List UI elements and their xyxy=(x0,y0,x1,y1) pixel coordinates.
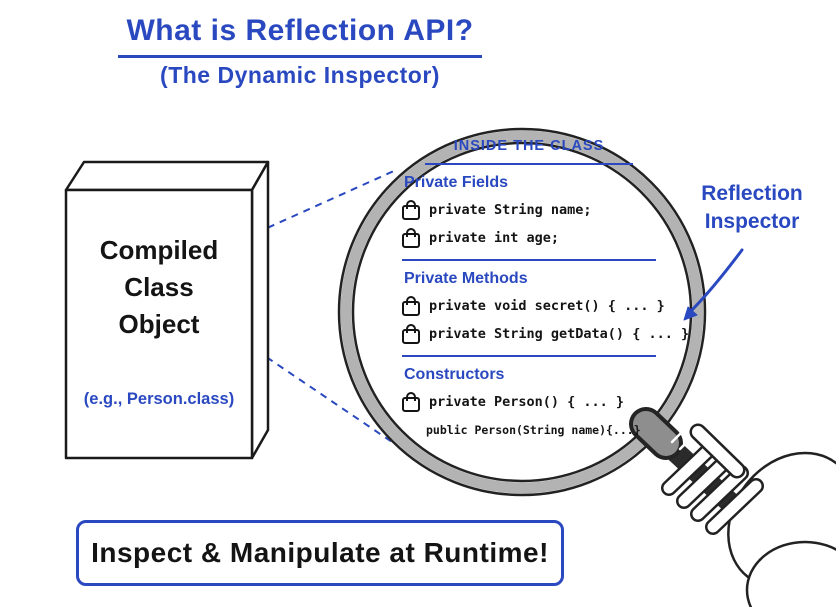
section-title: Private Fields xyxy=(404,174,509,191)
section-title: Private Methods xyxy=(404,270,528,287)
lens-ring xyxy=(340,130,704,494)
box-line: Class xyxy=(124,272,194,302)
class-object-box-label: Compiled Class Object xyxy=(66,232,252,343)
page-title: What is Reflection API? xyxy=(118,14,482,58)
code-text: private String name; xyxy=(429,201,592,218)
code-line: private String getData() { ... } xyxy=(402,321,689,346)
thumb xyxy=(689,423,746,479)
section-divider xyxy=(424,163,634,165)
dashed-connector-bottom xyxy=(255,349,393,443)
code-text: private int age; xyxy=(429,229,560,246)
code-line: private int age; xyxy=(402,225,656,250)
code-text: public Person(String name){...} xyxy=(426,422,641,437)
section-divider xyxy=(402,355,656,357)
lock-icon xyxy=(402,227,420,248)
fingers xyxy=(661,439,764,535)
magnifier-lens xyxy=(337,127,707,497)
lock-icon xyxy=(402,295,420,316)
code-line: private void secret() { ... } xyxy=(402,293,665,318)
section-divider xyxy=(402,259,656,261)
handle-ferrule xyxy=(633,411,679,456)
wrist xyxy=(745,540,836,607)
lock-icon xyxy=(402,323,420,344)
footer-text: Inspect & Manipulate at Runtime! xyxy=(91,537,549,568)
footer-box: Inspect & Manipulate at Runtime! xyxy=(76,520,564,586)
section-private-fields: Private Fields private String name; priv… xyxy=(402,174,656,250)
lens-heading: INSIDE THE CLASS xyxy=(453,138,605,154)
section-title: Constructors xyxy=(404,366,505,383)
inspector-arrow xyxy=(683,248,744,321)
box-caption: (e.g., Person.class) xyxy=(83,390,235,408)
lock-icon xyxy=(402,391,420,412)
box-line: Compiled xyxy=(99,235,219,265)
class-object-box xyxy=(64,160,270,460)
lens-content: INSIDE THE CLASS Private Fields private … xyxy=(402,138,689,445)
handle-shine-mark xyxy=(678,438,691,451)
page-title-wrap: What is Reflection API? xyxy=(60,14,540,58)
code-text: private String getData() { ... } xyxy=(429,325,690,342)
code-line: public Person(String name){...} xyxy=(402,417,656,442)
code-line: private Person() { ... } xyxy=(402,389,656,414)
code-line: private String name; xyxy=(402,197,656,222)
code-text: private Person() { ... } xyxy=(429,393,625,410)
section-private-methods: Private Methods private void secret() { … xyxy=(402,270,689,346)
reflection-inspector-label: Reflection Inspector xyxy=(686,180,818,236)
code-text: private void secret() { ... } xyxy=(429,297,665,314)
handle-shine-mark xyxy=(670,431,683,444)
page-subtitle: (The Dynamic Inspector) xyxy=(160,62,440,88)
lock-icon xyxy=(402,199,420,220)
hand xyxy=(661,423,836,607)
label-line: Reflection xyxy=(701,182,803,205)
label-line: Inspector xyxy=(704,210,800,233)
section-constructors: Constructors private Person() { ... } pu… xyxy=(402,366,656,442)
box-line: Object xyxy=(118,309,200,339)
